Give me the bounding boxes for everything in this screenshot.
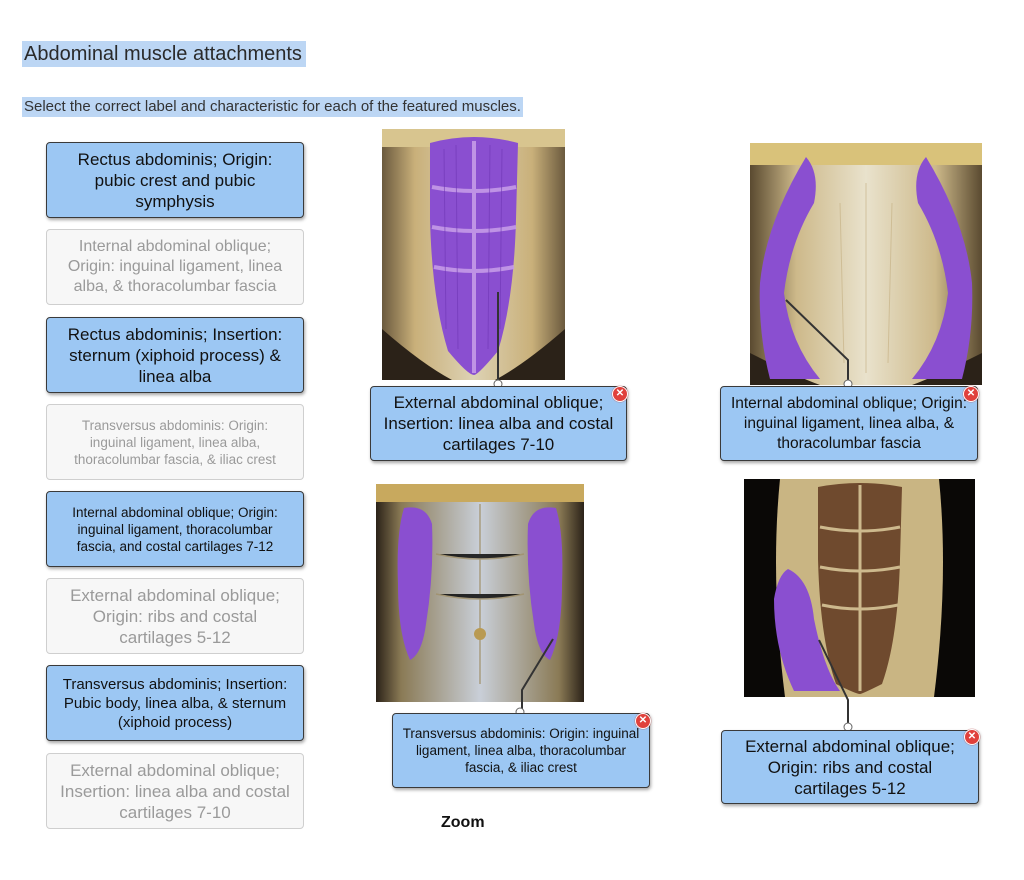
close-circle-icon[interactable]: ✕ — [612, 386, 628, 402]
instructions: Select the correct label and characteris… — [22, 97, 523, 117]
label-text: Transversus abdominis; Insertion: Pubic … — [62, 675, 288, 731]
drop-zone-label[interactable]: Internal abdominal oblique; Origin: ingu… — [720, 386, 978, 461]
label-text: External abdominal oblique; Origin: ribs… — [70, 585, 280, 647]
label-bank-item[interactable]: External abdominal oblique; Insertion: l… — [46, 753, 304, 829]
anatomy-image-rectus — [382, 129, 565, 380]
label-text: External abdominal oblique; Insertion: l… — [60, 760, 290, 822]
label-text: Rectus abdominis; Origin: pubic crest an… — [77, 149, 273, 211]
label-bank-item[interactable]: Transversus abdominis; Insertion: Pubic … — [46, 665, 304, 741]
label-bank-item[interactable]: Transversus abdominis: Origin: inguinal … — [46, 404, 304, 480]
label-bank-item[interactable]: External abdominal oblique; Origin: ribs… — [46, 578, 304, 654]
close-circle-icon[interactable]: ✕ — [635, 713, 651, 729]
label-bank-item[interactable]: Internal abdominal oblique; Origin: ingu… — [46, 491, 304, 567]
label-bank-item[interactable]: Rectus abdominis; Insertion: sternum (xi… — [46, 317, 304, 393]
drop-zone-text: External abdominal oblique; Origin: ribs… — [745, 736, 955, 798]
anatomy-image-external-oblique — [750, 143, 982, 385]
drop-zone-text: Internal abdominal oblique; Origin: ingu… — [730, 394, 968, 452]
label-text: Rectus abdominis; Insertion: sternum (xi… — [67, 324, 283, 386]
label-text: Internal abdominal oblique; Origin: ingu… — [67, 238, 283, 295]
anatomy-image-internal-oblique — [744, 479, 975, 697]
drop-zone-label[interactable]: External abdominal oblique; Origin: ribs… — [721, 730, 979, 804]
label-text: Internal abdominal oblique; Origin: ingu… — [72, 504, 278, 554]
label-bank-item[interactable]: Internal abdominal oblique; Origin: ingu… — [46, 229, 304, 305]
zoom-link[interactable]: Zoom — [441, 814, 485, 831]
anatomy-image-transversus — [376, 484, 584, 702]
label-bank-item[interactable]: Rectus abdominis; Origin: pubic crest an… — [46, 142, 304, 218]
drop-zone-text: Transversus abdominis: Origin: inguinal … — [402, 726, 640, 775]
drop-zone-label[interactable]: External abdominal oblique; Insertion: l… — [370, 386, 627, 461]
close-circle-icon[interactable]: ✕ — [964, 729, 980, 745]
close-circle-icon[interactable]: ✕ — [963, 386, 979, 402]
drop-zone-label[interactable]: Transversus abdominis: Origin: inguinal … — [392, 713, 650, 788]
page-title: Abdominal muscle attachments — [22, 41, 306, 67]
drop-zone-text: External abdominal oblique; Insertion: l… — [383, 393, 614, 454]
label-text: Transversus abdominis: Origin: inguinal … — [74, 417, 276, 467]
